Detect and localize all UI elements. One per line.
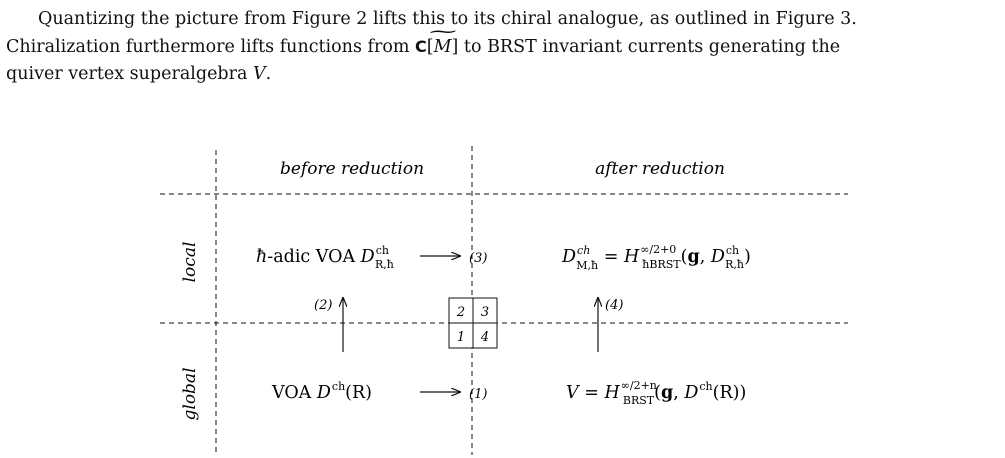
equals: = [598,247,624,267]
cell-global-before: VOA Dch(R) [271,380,372,403]
cell-text: -adic VOA [267,247,360,267]
subscript: ħBRST [642,258,681,271]
superscript: ∞/2+0 [640,243,676,256]
m-tilde-symbol: M [434,34,452,61]
equals: = [579,383,605,403]
frak-g-symbol: g [661,383,673,403]
paragraph: Quantizing the picture from Figure 2 lif… [6,6,1000,88]
frak-g-symbol: g [687,247,699,267]
paren: ) [744,247,751,267]
paragraph-line-2: Chiralization furthermore lifts function… [6,33,1000,61]
cell-text: VOA [271,383,317,403]
subscript: R,ħ [725,258,744,271]
subscript: R,ħ [375,258,394,271]
argument: (R) [345,383,372,403]
row-label-global: global [180,367,200,420]
quadrant-label-2: 2 [456,305,465,320]
superscript: ch [577,244,590,257]
script-d-symbol: D [710,247,725,267]
script-h-symbol: H [623,247,640,267]
superscript: ch [726,244,739,257]
superscript: ∞/2+n [621,379,657,392]
cal-d-symbol: D [316,383,331,403]
v-symbol: V [253,64,266,84]
paragraph-line-3: quiver vertex superalgebra V. [6,61,1000,88]
row-label-local: local [180,242,200,283]
cal-v-symbol: V [566,383,581,403]
h-symbol: H [603,383,620,403]
bracket: [ [426,37,434,57]
header-after-reduction: after reduction [595,159,725,179]
paragraph-text: Chiralization furthermore lifts function… [6,37,416,57]
arrow-label-1: (1) [469,387,487,402]
script-d-symbol: D [360,247,375,267]
quadrant-label-1: 1 [457,330,465,345]
paragraph-text: ] to BRST invariant currents generating … [451,37,841,57]
script-d-symbol: D [561,247,576,267]
paragraph-text: quiver vertex superalgebra [6,64,253,84]
quadrant-label-4: 4 [480,330,489,345]
arrow-label-3: (3) [469,251,487,266]
subscript: BRST [623,394,655,407]
superscript: ch [332,380,345,393]
paren: ( [681,247,688,267]
comma: , [673,383,684,403]
arrow-label-2: (2) [314,298,332,313]
period: . [265,64,272,84]
comma: , [700,247,711,267]
arrow-label-4: (4) [605,298,623,313]
paren: ( [654,383,661,403]
hbar-symbol: ħ [256,247,267,267]
subscript: M,ħ [576,259,598,272]
cal-d-symbol: D [683,383,698,403]
argument: (R)) [713,383,747,403]
superscript: ch [376,244,389,257]
header-before-reduction: before reduction [280,159,424,179]
superscript: ch [699,380,712,393]
quadrant-label-3: 3 [481,305,489,320]
complex-numbers-symbol: C [415,37,427,56]
